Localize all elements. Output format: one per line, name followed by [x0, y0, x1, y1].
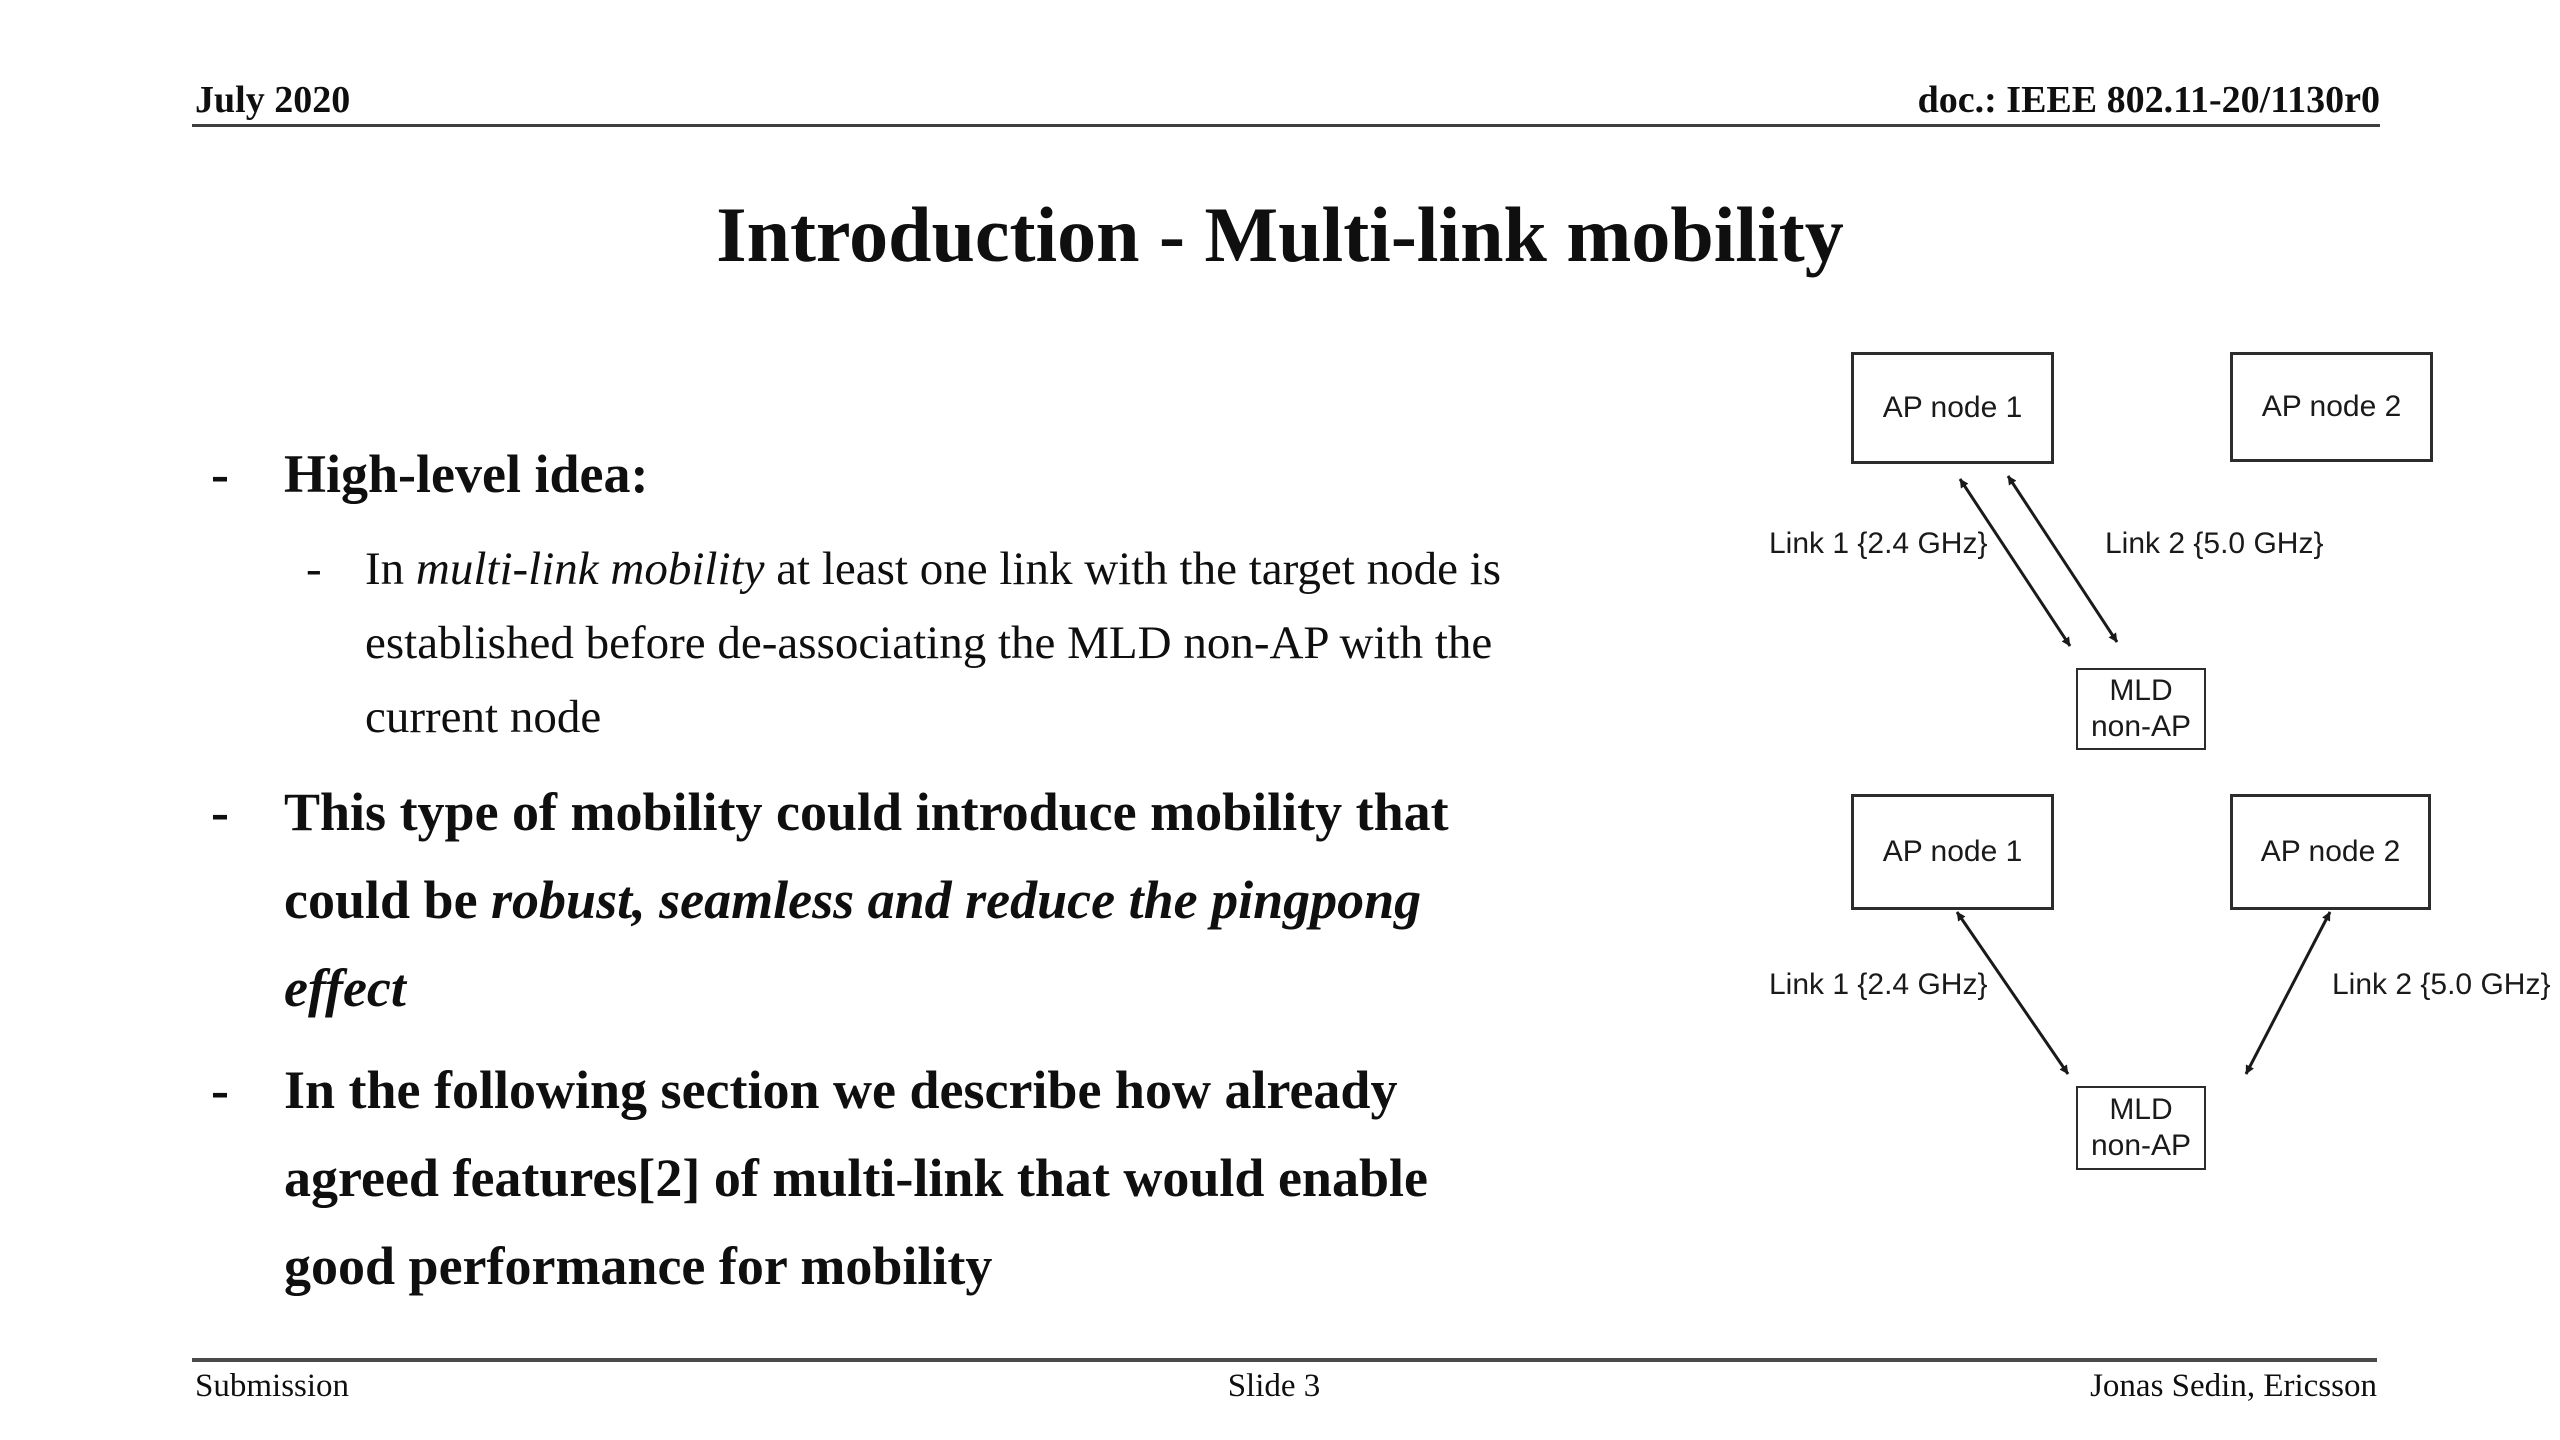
bottom-diagram-ap-node-1-box: AP node 1	[1851, 794, 2054, 910]
bullet-marker: -	[211, 782, 229, 842]
bullet-text-italic-segment: multi-link mobility	[415, 543, 765, 595]
footer-author: Jonas Sedin, Ericsson	[2090, 1368, 2377, 1404]
header-doc-number: doc.: IEEE 802.11-20/1130r0	[1917, 79, 2380, 121]
bottom-diagram-link2-label: Link 2 {5.0 GHz}	[2332, 968, 2551, 1001]
bullet-text-segment: High-level idea:	[284, 444, 649, 504]
bullet-text: In multi-link mobility at least one link…	[365, 532, 1721, 754]
bottom-diagram-link2-arrow	[2244, 911, 2332, 1075]
footer-rule	[192, 1358, 2377, 1362]
bullet-text-segment: This type of mobility could introduce mo…	[284, 782, 1449, 930]
bullet-list: -High-level idea:-In multi-link mobility…	[211, 430, 1721, 1310]
top-diagram-ap-node-1-box: AP node 1	[1851, 352, 2054, 464]
top-diagram-link2-arrow	[2006, 475, 2119, 643]
footer-submission: Submission	[195, 1368, 350, 1404]
footer-slide-number: Slide 3	[1227, 1368, 1321, 1404]
bottom-diagram-ap-node-2-box: AP node 2	[2230, 794, 2431, 910]
top-diagram-link1-label: Link 1 {2.4 GHz}	[1769, 527, 1988, 560]
bottom-diagram-mld-non-ap-box: MLD non-AP	[2076, 1086, 2206, 1170]
top-diagram-mld-non-ap-box: MLD non-AP	[2076, 668, 2206, 750]
bottom-diagram-link1-label: Link 1 {2.4 GHz}	[1769, 968, 1988, 1001]
top-diagram-ap-node-2-box: AP node 2	[2230, 352, 2433, 462]
bullet-item: -In multi-link mobility at least one lin…	[306, 532, 1721, 754]
bullet-text: This type of mobility could introduce mo…	[284, 768, 1721, 1032]
page-title: Introduction - Multi-link mobility	[716, 191, 1844, 278]
top-diagram-link1-arrow	[1958, 478, 2072, 647]
bullet-marker: -	[211, 1060, 229, 1120]
bullet-text: High-level idea:	[284, 430, 1721, 518]
bullet-text: In the following section we describe how…	[284, 1046, 1721, 1310]
bullet-text-italic-segment: robust, seamless and reduce the pingpong…	[284, 870, 1422, 1018]
bullet-item: -In the following section we describe ho…	[211, 1046, 1721, 1310]
bullet-text-segment: In	[365, 543, 416, 595]
header-date: July 2020	[195, 79, 351, 121]
bullet-item: -High-level idea:	[211, 430, 1721, 518]
bullet-marker: -	[211, 444, 229, 504]
bullet-item: -This type of mobility could introduce m…	[211, 768, 1721, 1032]
top-diagram-link2-label: Link 2 {5.0 GHz}	[2105, 527, 2324, 560]
header-rule	[192, 124, 2380, 127]
bullet-text-segment: In the following section we describe how…	[284, 1060, 1428, 1296]
bullet-text-segment: at least one link with the target node i…	[365, 543, 1502, 743]
bullet-marker: -	[306, 543, 322, 595]
